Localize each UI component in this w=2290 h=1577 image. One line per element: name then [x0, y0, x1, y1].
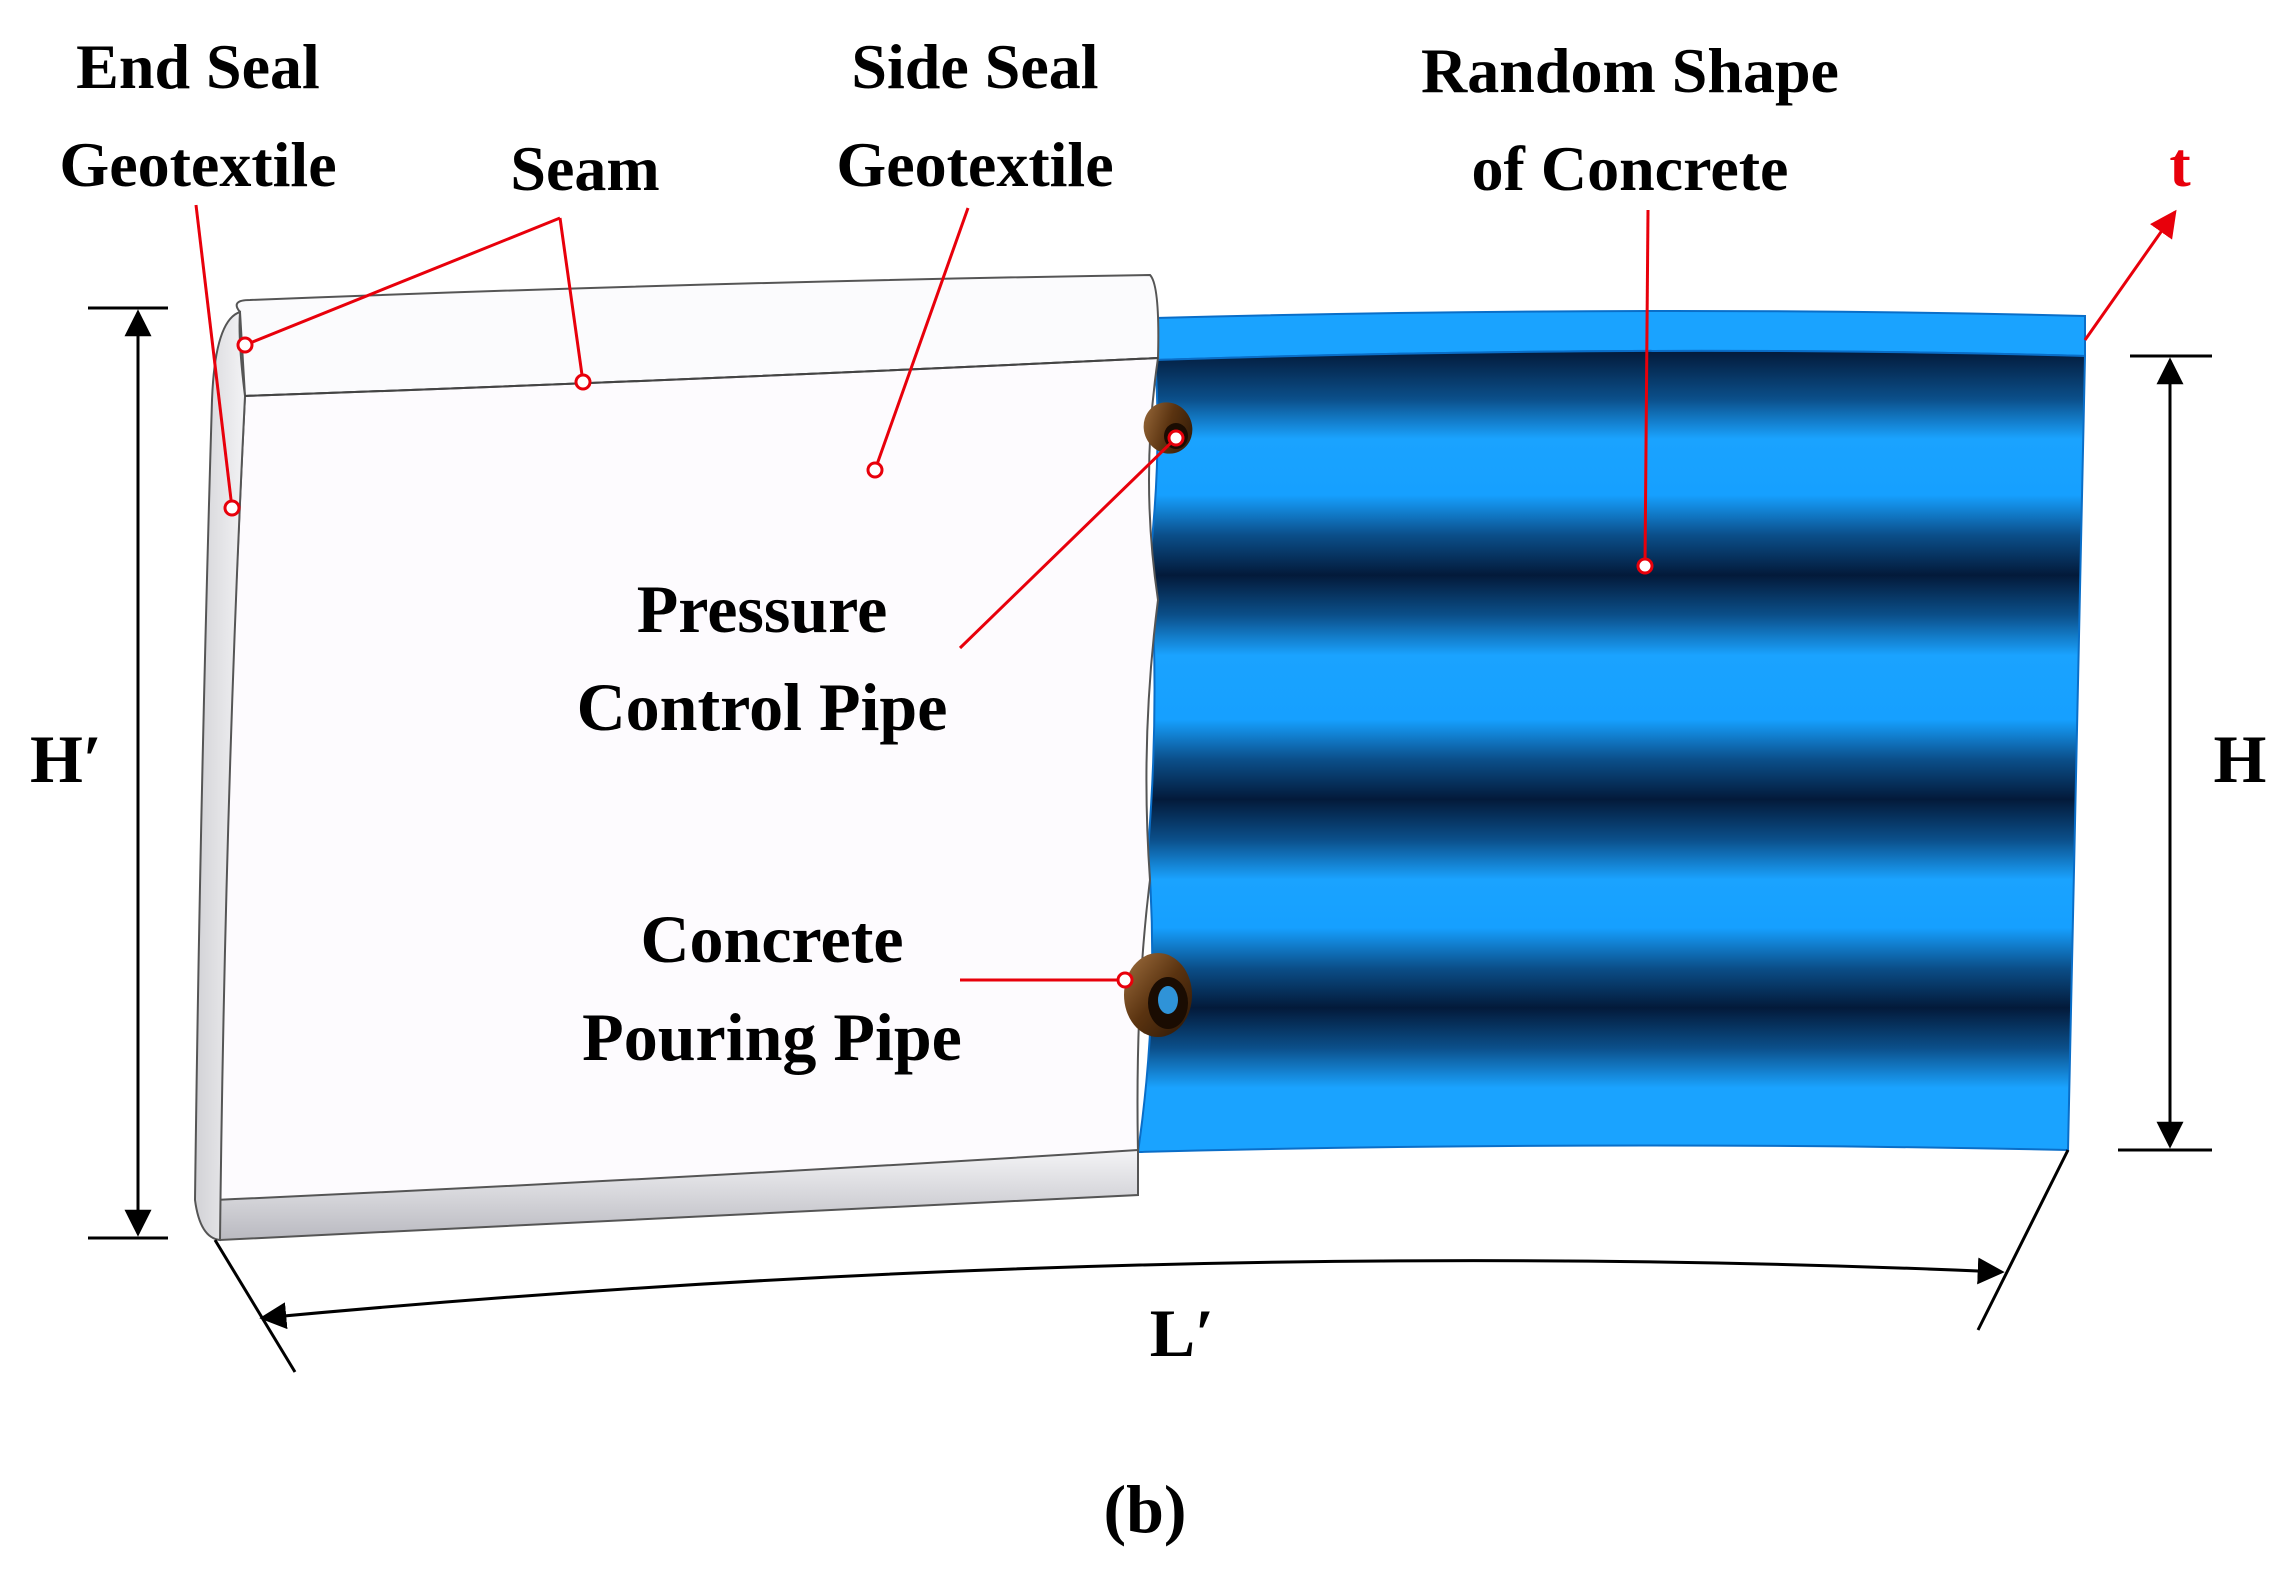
dimension-l-prime — [213, 1149, 2070, 1373]
thickness-arrow — [2083, 209, 2177, 341]
concrete-banded-face — [1136, 349, 2087, 1154]
concrete-pouring-pipe — [1124, 953, 1192, 1037]
leader-markers — [223, 336, 1654, 989]
concrete-body — [1136, 309, 2087, 1154]
label-pressure-line2: Control Pipe — [577, 669, 948, 745]
leader-side-seal — [873, 207, 970, 471]
leader-pressure-pipe — [958, 436, 1178, 650]
label-l-prime: L′ — [1150, 1295, 1214, 1371]
leader-seam-right — [558, 217, 585, 383]
marker-pressure-pipe — [1167, 429, 1185, 447]
text-labels: End Seal Geotextile Seam Side Seal Geote… — [30, 31, 2266, 1547]
geotextile-bag — [193, 273, 1160, 1242]
leader-seam-left — [244, 216, 561, 347]
label-pressure-line1: Pressure — [637, 571, 888, 647]
marker-side-seal — [866, 461, 884, 479]
label-side-seal-line1: Side Seal — [851, 31, 1098, 102]
marker-seam-end — [236, 336, 254, 354]
end-seal-face — [193, 310, 247, 1242]
label-pouring-line2: Pouring Pipe — [582, 999, 962, 1075]
bag-bottom-face — [213, 1148, 1139, 1242]
marker-end-seal — [223, 499, 241, 517]
leader-lines — [194, 204, 2177, 982]
label-pouring-line1: Concrete — [640, 901, 903, 977]
dimension-h — [2118, 354, 2212, 1152]
marker-seam-top — [574, 373, 592, 391]
label-h: H — [2214, 721, 2267, 797]
label-random-shape-line2: of Concrete — [1472, 133, 1789, 204]
label-h-prime: H′ — [30, 721, 102, 797]
label-end-seal-line1: End Seal — [76, 31, 320, 102]
leader-end-seal — [194, 204, 234, 509]
dimension-h-prime — [88, 306, 168, 1240]
marker-pouring-pipe — [1116, 971, 1134, 989]
label-thickness: t — [2169, 129, 2191, 200]
seam-line — [244, 357, 1159, 397]
label-end-seal-line2: Geotextile — [59, 129, 336, 200]
label-random-shape-line1: Random Shape — [1421, 35, 1839, 106]
label-side-seal-line2: Geotextile — [836, 129, 1113, 200]
side-seal-face — [213, 356, 1160, 1232]
caption: (b) — [1103, 1471, 1186, 1547]
label-seam: Seam — [510, 133, 659, 204]
marker-random-shape — [1636, 557, 1654, 575]
leader-random-shape — [1643, 209, 1650, 567]
